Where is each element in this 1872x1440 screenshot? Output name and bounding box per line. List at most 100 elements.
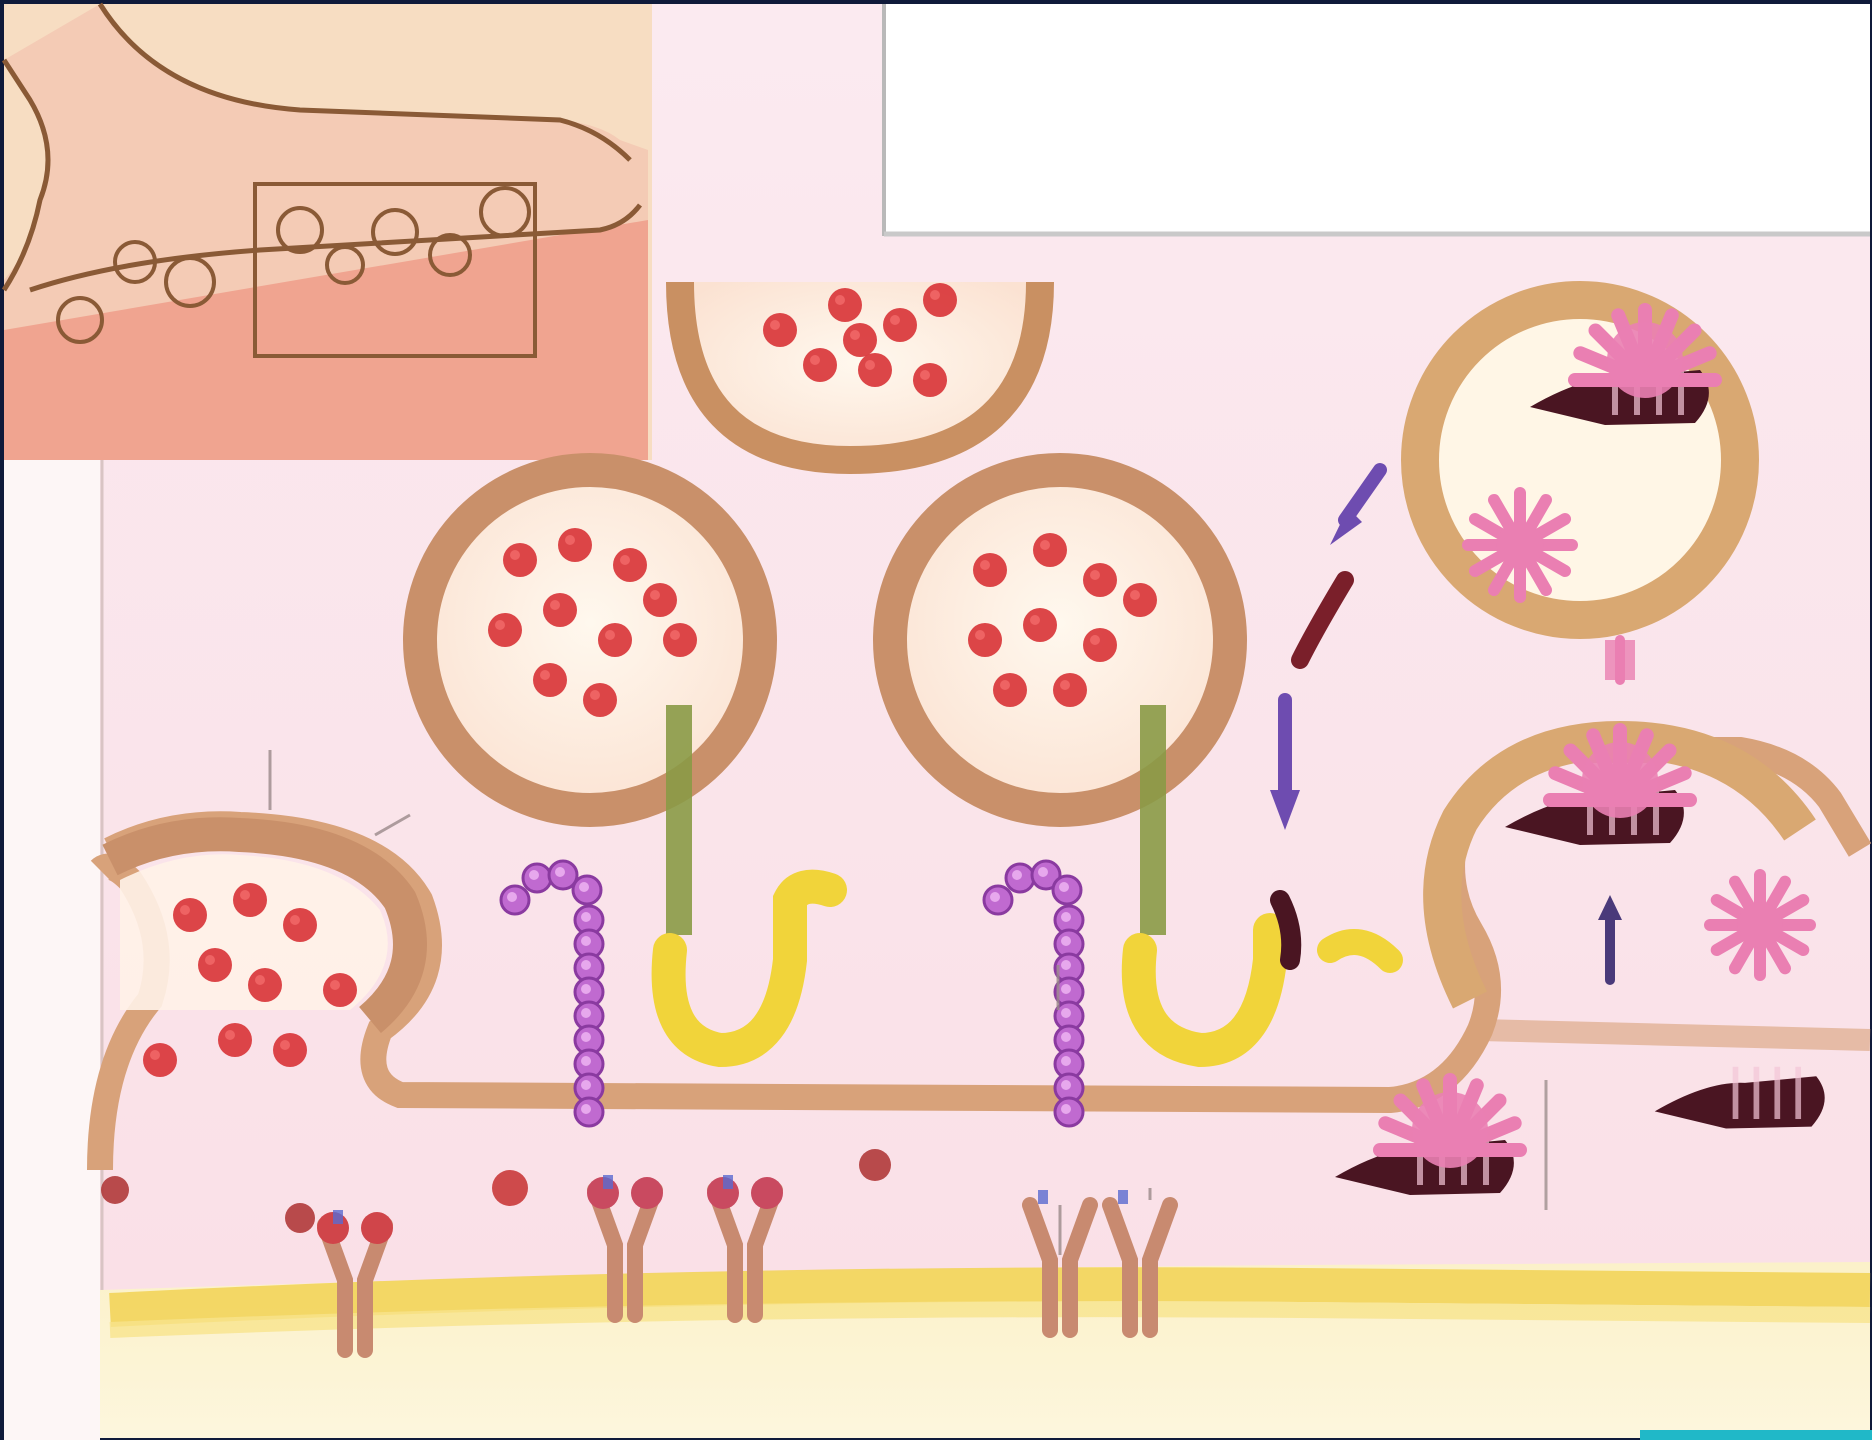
neurotransmitter-highlight [605, 630, 615, 640]
neurotransmitter [1123, 583, 1157, 617]
receptor-binding-site [1038, 1190, 1048, 1204]
vesicle-membrane [420, 470, 760, 810]
neurotransmitter-highlight [1030, 615, 1040, 625]
snare-bead-highlight [1061, 1056, 1071, 1066]
neurotransmitter [218, 1023, 252, 1057]
neurotransmitter [913, 363, 947, 397]
snare-bead-highlight [507, 892, 517, 902]
neurotransmitter [923, 283, 957, 317]
pink-protein-core [1412, 1092, 1488, 1168]
neurotransmitter-highlight [865, 360, 875, 370]
neurotransmitter-highlight [835, 295, 845, 305]
snare-bead-highlight [1061, 1104, 1071, 1114]
top-right-blank-panel [884, 4, 1870, 234]
neurotransmitter-highlight [1090, 570, 1100, 580]
snare-bead-highlight [1061, 1008, 1071, 1018]
receptor-binding-site [333, 1210, 343, 1224]
vamp-fragment [1280, 900, 1291, 960]
pink-protein-core [1582, 742, 1658, 818]
snare-bead-highlight [1061, 1032, 1071, 1042]
bound-neurotransmitter [751, 1177, 783, 1209]
snare-bead-highlight [1038, 867, 1048, 877]
free-neurotransmitter [101, 1176, 129, 1204]
snare-bead-highlight [1061, 936, 1071, 946]
pink-protein-core [1497, 522, 1544, 569]
neurotransmitter-highlight [1090, 635, 1100, 645]
neurotransmitter [503, 543, 537, 577]
neurotransmitter [1023, 608, 1057, 642]
neurotransmitter [663, 623, 697, 657]
neurotransmitter-highlight [1000, 680, 1010, 690]
neurotransmitter-highlight [240, 890, 250, 900]
vesicle-anchor-left [666, 705, 692, 935]
vesicle-mid-right [890, 470, 1230, 810]
snare-bead-highlight [581, 1080, 591, 1090]
pink-protein-core [1738, 903, 1783, 948]
neurotransmitter-highlight [1130, 590, 1140, 600]
neurotransmitter [858, 353, 892, 387]
snare-bead-highlight [579, 882, 589, 892]
bound-neurotransmitter [361, 1212, 393, 1244]
neurotransmitter [558, 528, 592, 562]
snare-bead-highlight [581, 960, 591, 970]
snare-bead-highlight [1061, 1080, 1071, 1090]
vesicle-membrane [890, 470, 1230, 810]
snare-bead-highlight [1061, 960, 1071, 970]
neurotransmitter-highlight [890, 315, 900, 325]
free-neurotransmitter [859, 1149, 891, 1181]
neurotransmitter [543, 593, 577, 627]
neurotransmitter [248, 968, 282, 1002]
neurotransmitter-highlight [510, 550, 520, 560]
snare-bead-highlight [1059, 882, 1069, 892]
snare-bead-highlight [529, 870, 539, 880]
snare-bead-highlight [581, 1008, 591, 1018]
receptor-binding-site [603, 1175, 613, 1189]
receptor-binding-site [723, 1175, 733, 1189]
neurotransmitter-highlight [650, 590, 660, 600]
inset-presynaptic-terminal [4, 4, 652, 460]
neurotransmitter-highlight [225, 1030, 235, 1040]
neurotransmitter [598, 623, 632, 657]
neurotransmitter [643, 583, 677, 617]
neurotransmitter [233, 883, 267, 917]
snare-bead-highlight [581, 1056, 591, 1066]
corner-accent [1640, 1430, 1872, 1440]
free-neurotransmitter [492, 1170, 528, 1206]
neurotransmitter [173, 898, 207, 932]
neurotransmitter [803, 348, 837, 382]
vesicle-anchor-right [1140, 705, 1166, 935]
neurotransmitter-highlight [280, 1040, 290, 1050]
neurotransmitter [828, 288, 862, 322]
neurotransmitter-highlight [540, 670, 550, 680]
neurotransmitter [488, 613, 522, 647]
neurotransmitter-highlight [290, 915, 300, 925]
neurotransmitter-highlight [150, 1050, 160, 1060]
neurotransmitter [993, 673, 1027, 707]
neurotransmitter-highlight [980, 560, 990, 570]
snare-bead-highlight [581, 984, 591, 994]
neurotransmitter-highlight [810, 355, 820, 365]
neurotransmitter-highlight [975, 630, 985, 640]
neurotransmitter [763, 313, 797, 347]
neurotransmitter [143, 1043, 177, 1077]
snare-bead-highlight [581, 1104, 591, 1114]
neurotransmitter-highlight [330, 980, 340, 990]
neurotransmitter-highlight [205, 955, 215, 965]
vesicle-mid-left [420, 470, 760, 810]
neurotransmitter-highlight [565, 535, 575, 545]
neurotransmitter-highlight [850, 330, 860, 340]
snare-bead-highlight [1061, 912, 1071, 922]
neurotransmitter-highlight [920, 370, 930, 380]
presynaptic-membrane-right-tail [1480, 1030, 1870, 1040]
snare-bead-highlight [581, 1032, 591, 1042]
snare-bead-highlight [555, 867, 565, 877]
snare-bead-highlight [1012, 870, 1022, 880]
neurotransmitter [1083, 628, 1117, 662]
neurotransmitter [973, 553, 1007, 587]
neurotransmitter-highlight [670, 630, 680, 640]
neurotransmitter [533, 663, 567, 697]
neurotransmitter [968, 623, 1002, 657]
neurotransmitter-highlight [590, 690, 600, 700]
